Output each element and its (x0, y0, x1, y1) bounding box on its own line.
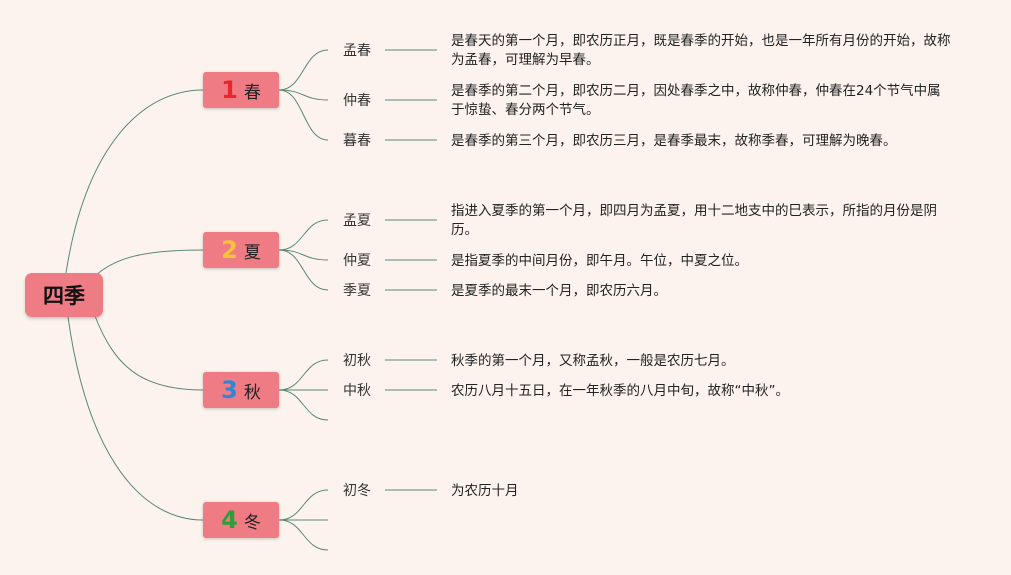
season-label: 春 (243, 82, 261, 103)
number-2-icon: 2 (221, 236, 238, 264)
number-4-icon: 4 (221, 506, 238, 534)
month-description: 是夏季的最末一个月，即农历六月。 (451, 283, 667, 299)
season-to-month-line (278, 489, 329, 521)
month-description: 是指夏季的中间月份，即午月。午位，中夏之位。 (451, 253, 748, 269)
season-to-month-line (278, 219, 329, 251)
root-to-season-line (94, 249, 204, 277)
root-to-season-line (67, 316, 204, 521)
season-node-winter[interactable]: 4 冬 (203, 502, 279, 538)
month-description: 为农历十月 (451, 483, 519, 499)
season-label: 秋 (243, 382, 261, 403)
season-node-autumn[interactable]: 3 秋 (203, 372, 279, 408)
month-label[interactable]: 初秋 (343, 353, 371, 369)
root-label: 四季 (43, 284, 85, 308)
month-label[interactable]: 孟夏 (343, 213, 371, 229)
season-to-month-line (278, 89, 329, 141)
season-node-summer[interactable]: 2 夏 (203, 232, 279, 268)
season-to-month-line (278, 49, 329, 91)
month-label[interactable]: 初冬 (343, 483, 371, 499)
month-label[interactable]: 仲夏 (343, 253, 371, 269)
month-label[interactable]: 仲春 (343, 93, 371, 109)
season-to-month-line (278, 249, 329, 291)
season-label: 夏 (243, 242, 261, 263)
month-label[interactable]: 中秋 (343, 383, 371, 399)
root-to-season-line (65, 89, 204, 274)
month-label[interactable]: 季夏 (343, 283, 371, 299)
month-description: 农历八月十五日，在一年秋季的八月中旬，故称“中秋”。 (451, 383, 789, 399)
season-label: 冬 (243, 512, 261, 533)
season-to-month-line (278, 389, 329, 421)
root-to-season-line (94, 315, 204, 391)
season-node-spring[interactable]: 1 春 (203, 72, 279, 108)
season-to-month-line (278, 519, 329, 551)
month-description: 是春季的第三个月，即农历三月，是春季最末，故称季春，可理解为晚春。 (451, 133, 897, 149)
month-description: 秋季的第一个月，又称孟秋，一般是农历七月。 (451, 353, 735, 369)
month-description: 指进入夏季的第一个月，即四月为孟夏，用十二地支中的巳表示，所指的月份是阴历。 (451, 203, 937, 238)
month-label[interactable]: 暮春 (343, 133, 371, 149)
season-to-month-line (278, 359, 329, 391)
root-node[interactable]: 四季 (25, 273, 103, 317)
month-description: 是春天的第一个月，即农历正月，既是春季的开始，也是一年所有月份的开始，故称为孟春… (451, 33, 951, 68)
number-1-icon: 1 (221, 76, 238, 104)
month-description: 是春季的第二个月，即农历二月，因处春季之中，故称仲春，仲春在24个节气中属于惊蛰… (451, 83, 941, 118)
number-3-icon: 3 (221, 376, 238, 404)
season-to-month-line (278, 89, 329, 101)
month-label[interactable]: 孟春 (343, 43, 371, 59)
